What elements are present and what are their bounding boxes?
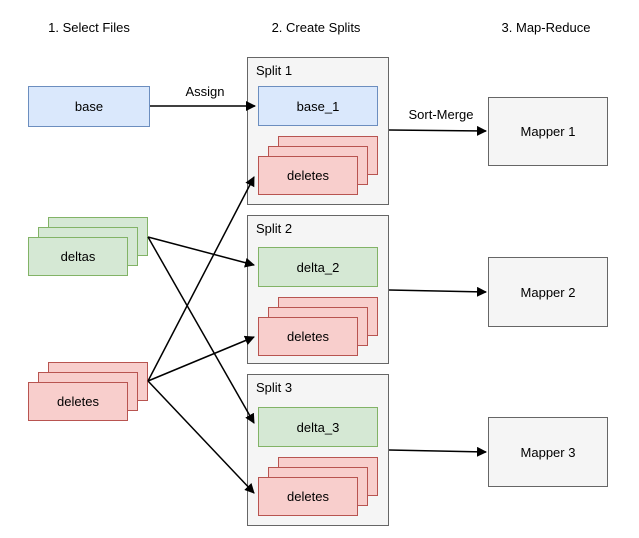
split-3-deletes-stack: deletes <box>258 457 378 516</box>
split-1-container: Split 1 base_1 deletes <box>247 57 389 205</box>
mapper-2-label: Mapper 2 <box>520 284 576 300</box>
split-3-deletes-label: deletes <box>287 489 329 504</box>
arrow-split2-to-mapper2 <box>388 286 487 297</box>
arrow-deletes-to-split1-deletes <box>147 176 255 382</box>
split-3-container: Split 3 delta_3 deletes <box>247 374 389 526</box>
split-2-deletes-label: deletes <box>287 329 329 344</box>
file-box-base: base <box>28 86 150 127</box>
split-3-delta-file-label: delta_3 <box>296 419 340 435</box>
stack-layer-front: deltas <box>28 237 128 276</box>
split-3-delta-file: delta_3 <box>258 407 378 447</box>
file-stack-deltas: deltas <box>28 217 148 276</box>
file-stack-deletes: deletes <box>28 362 148 421</box>
stack-layer-front: deletes <box>258 477 358 516</box>
split-2-delta-file: delta_2 <box>258 247 378 287</box>
heading-create-splits: 2. Create Splits <box>271 20 361 35</box>
split-2-deletes-stack: deletes <box>258 297 378 356</box>
heading-map-reduce: 3. Map-Reduce <box>501 20 591 35</box>
mapper-1-label: Mapper 1 <box>520 124 576 139</box>
stack-layer-front: deletes <box>258 156 358 195</box>
mapper-1-box: Mapper 1 <box>488 97 608 166</box>
stack-layer-front: deletes <box>258 317 358 356</box>
split-2-container: Split 2 delta_2 deletes <box>247 215 389 364</box>
stack-layer-front: deletes <box>28 382 128 421</box>
arrow-split3-to-mapper3 <box>388 446 487 457</box>
arrow-deltas-to-split2-delta <box>147 236 255 268</box>
assign-edge-label: Assign <box>163 84 247 99</box>
mapper-3-box: Mapper 3 <box>488 417 608 487</box>
file-stack-deletes-label: deletes <box>57 394 99 409</box>
arrow-deletes-to-split2-deletes <box>147 335 255 382</box>
mapper-3-label: Mapper 3 <box>520 444 576 460</box>
arrow-split1-to-mapper1 <box>388 125 487 136</box>
file-box-base-label: base <box>74 99 104 114</box>
arrow-deltas-to-split3-delta <box>147 236 255 424</box>
split-1-deletes-stack: deletes <box>258 136 378 195</box>
split-1-title: Split 1 <box>256 63 293 78</box>
mapper-2-box: Mapper 2 <box>488 257 608 327</box>
split-1-deletes-label: deletes <box>287 168 329 183</box>
split-1-base-file-label: base_1 <box>296 98 340 114</box>
file-stack-deltas-label: deltas <box>60 249 96 264</box>
sort-merge-edge-label: Sort-Merge <box>394 107 488 122</box>
arrow-deletes-to-split3-deletes <box>147 380 255 494</box>
split-2-title: Split 2 <box>256 221 293 236</box>
heading-select-files: 1. Select Files <box>48 20 130 35</box>
split-1-base-file: base_1 <box>258 86 378 126</box>
split-3-title: Split 3 <box>256 380 293 395</box>
split-2-delta-file-label: delta_2 <box>296 259 340 275</box>
